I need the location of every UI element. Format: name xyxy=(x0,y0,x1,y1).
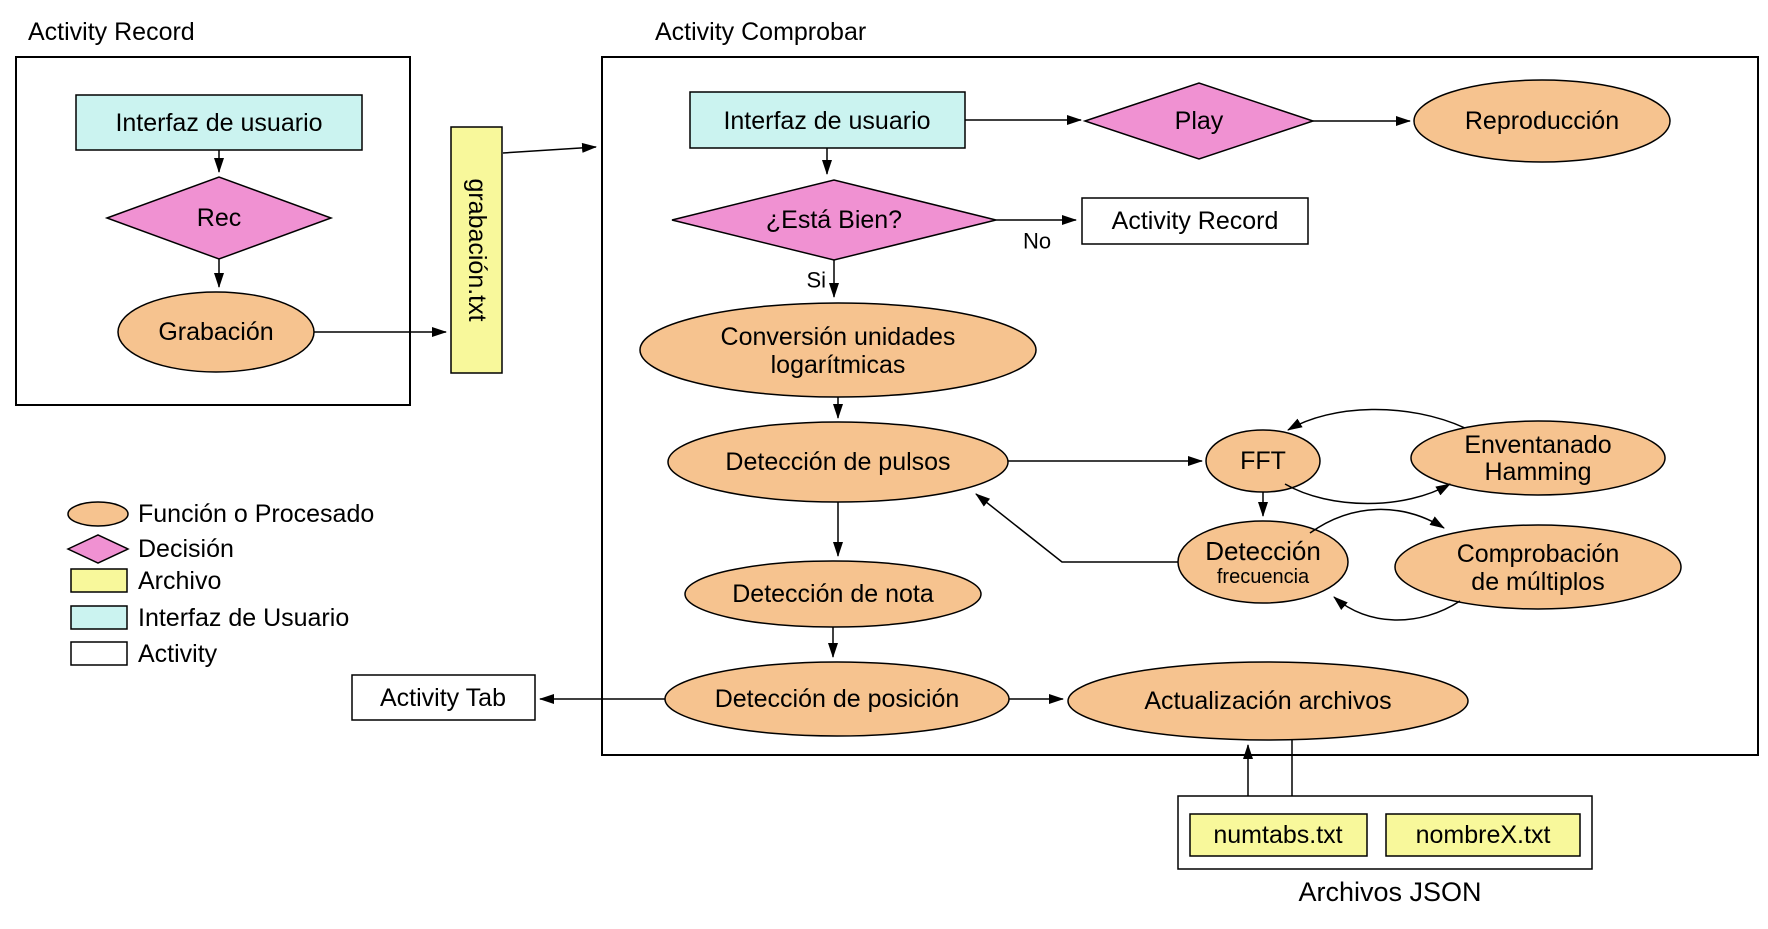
reproduccion-node xyxy=(1413,79,1671,163)
edge-file-to-comprobar xyxy=(502,142,597,154)
legend-funcion-swatch xyxy=(67,501,129,527)
legend-interfaz-label: Interfaz de Usuario xyxy=(138,604,349,632)
legend-activity-label: Activity xyxy=(138,640,218,668)
activity-tab-label: Activity Tab xyxy=(380,684,506,712)
comprobacion-label-line1: Comprobación xyxy=(1457,540,1620,568)
comprobar-ui-label: Interfaz de usuario xyxy=(723,107,930,135)
enventanado-node xyxy=(1410,420,1666,496)
archivos-json-section: numtabs.txt nombreX.txt Archivos JSON xyxy=(1177,740,1593,907)
deteccion-pulsos-label: Detección de pulsos xyxy=(725,448,950,476)
nombrex-file-label: nombreX.txt xyxy=(1416,821,1551,849)
edge-comprobacion-to-frecuencia xyxy=(1333,596,1461,621)
rec-decision-node xyxy=(104,176,334,260)
numtabs-file-node xyxy=(1189,813,1368,857)
frecuencia-label-line2: frecuencia xyxy=(1217,566,1310,588)
activity-record-section: Activity Record Interfaz de usuario Rec … xyxy=(15,18,447,406)
deteccion-nota-label: Detección de nota xyxy=(732,580,934,608)
activity-record-container xyxy=(15,56,411,406)
grabacion-file-node xyxy=(450,126,503,374)
conversion-label-line2: logarítmicas xyxy=(771,351,906,379)
activity-comprobar-section: Activity Comprobar Interfaz de usuario P… xyxy=(539,18,1759,756)
legend-activity-swatch xyxy=(70,641,128,666)
estabien-decision-label: ¿Está Bien? xyxy=(766,206,902,234)
play-decision-label: Play xyxy=(1175,107,1224,135)
no-label: No xyxy=(1023,229,1051,254)
activity-record-ref-label: Activity Record xyxy=(1112,207,1279,235)
legend-archivo-swatch xyxy=(70,568,128,593)
enventanado-label-line1: Enventanado xyxy=(1464,431,1611,459)
actualizacion-node xyxy=(1067,661,1469,741)
grabacion-file-label: grabación.txt xyxy=(463,178,491,321)
si-label: Si xyxy=(806,268,826,293)
numtabs-file-label: numtabs.txt xyxy=(1213,821,1342,849)
record-ui-label: Interfaz de usuario xyxy=(115,109,322,137)
deteccion-posicion-label: Detección de posición xyxy=(715,685,960,713)
activity-comprobar-container xyxy=(601,56,1759,756)
archivos-json-caption: Archivos JSON xyxy=(1298,877,1481,907)
enventanado-label-line2: Hamming xyxy=(1485,458,1592,486)
edge-fft-to-enventanado xyxy=(1284,483,1451,505)
legend-decision-swatch xyxy=(66,534,130,564)
legend: Función o Procesado Decisión Archivo Int… xyxy=(66,500,374,668)
comprobacion-multiplos-node xyxy=(1394,524,1682,610)
frecuencia-label-line1: Detección xyxy=(1205,536,1321,566)
edge-frecuencia-to-pulsos xyxy=(975,493,1178,563)
comprobacion-label-line2: de múltiplos xyxy=(1471,568,1604,596)
legend-interfaz-swatch xyxy=(70,605,128,630)
actualizacion-label: Actualización archivos xyxy=(1144,687,1391,715)
grabacion-file: grabación.txt xyxy=(450,126,597,374)
edge-frecuencia-to-comprobacion xyxy=(1309,508,1445,534)
reproduccion-label: Reproducción xyxy=(1465,107,1619,135)
fft-label: FFT xyxy=(1240,447,1286,475)
conversion-label-line1: Conversión unidades xyxy=(721,323,956,351)
legend-funcion-label: Función o Procesado xyxy=(138,500,374,528)
edge-enventanado-to-fft xyxy=(1287,408,1466,431)
nombrex-file-node xyxy=(1385,813,1581,857)
activity-tab-node xyxy=(351,674,536,721)
grabacion-label: Grabación xyxy=(158,318,273,346)
rec-decision-label: Rec xyxy=(197,204,241,232)
activity-record-ref-node xyxy=(1081,197,1309,245)
activity-tab: Activity Tab xyxy=(351,674,536,721)
legend-decision-label: Decisión xyxy=(138,535,234,563)
activity-comprobar-title: Activity Comprobar xyxy=(655,18,866,46)
activity-record-title: Activity Record xyxy=(28,18,195,46)
legend-archivo-label: Archivo xyxy=(138,567,221,595)
